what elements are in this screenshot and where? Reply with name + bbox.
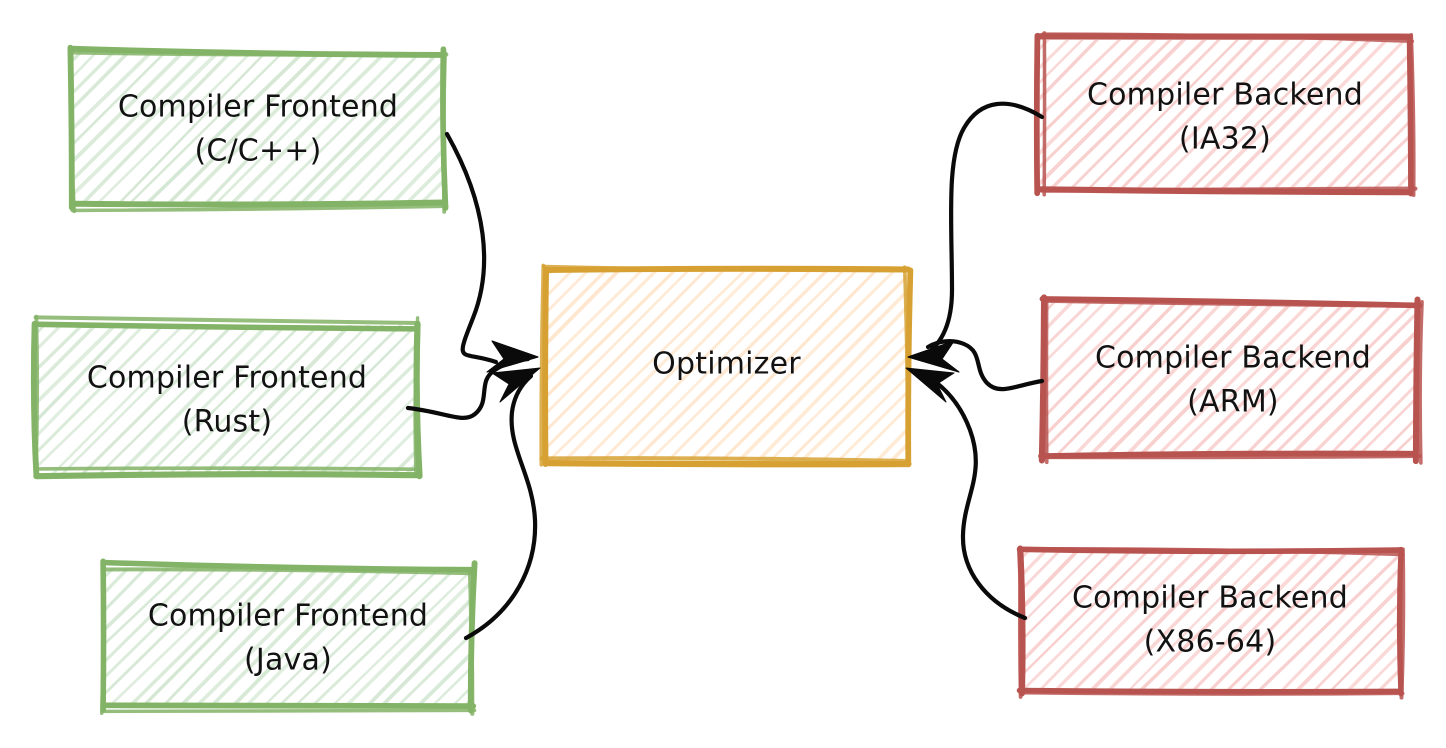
node-frontend-rust-hatch-fill [36, 325, 418, 473]
node-frontend-rust-label-line2: (Rust) [182, 405, 273, 440]
edge-c-to-optimizer [444, 131, 539, 373]
node-backend-ia32[interactable]: Compiler Backend (IA32) [873, 31, 1446, 198]
node-backend-arm-outline [1038, 294, 1424, 465]
node-frontend-c-label-line1: Compiler Frontend [118, 90, 398, 125]
node-backend-x86-label-line2: (X86-64) [1144, 625, 1277, 660]
edge-arm-to-optimizer [907, 339, 1045, 392]
node-backend-arm-label-line1: Compiler Backend [1095, 341, 1371, 376]
edge-rust-to-optimizer [405, 340, 539, 420]
edge-ia32-to-optimizer-path [922, 101, 1045, 358]
node-frontend-c-outline [67, 44, 449, 214]
node-backend-ia32-label-line1: Compiler Backend [1087, 78, 1363, 113]
node-frontend-rust-outline [30, 314, 423, 480]
node-optimizer-label-line1: Optimizer [652, 347, 801, 382]
node-frontend-c[interactable]: Compiler Frontend (C/C++) [0, 44, 595, 214]
edge-java-to-optimizer-arrowhead [491, 367, 541, 403]
edge-x86-to-optimizer [905, 367, 1028, 621]
node-optimizer-outline [539, 263, 914, 468]
node-backend-arm-label-line2: (ARM) [1187, 385, 1279, 420]
node-frontend-java[interactable]: Compiler Frontend (Java) [0, 558, 611, 716]
edge-rust-to-optimizer-arrowhead [486, 340, 539, 373]
node-frontend-java-label-line1: Compiler Frontend [148, 599, 428, 634]
node-frontend-c-hatch-fill [72, 52, 444, 204]
node-optimizer[interactable]: Optimizer [341, 263, 1101, 468]
node-backend-arm[interactable]: Compiler Backend (ARM) [884, 294, 1446, 465]
node-backend-x86-outline [1016, 545, 1406, 700]
node-optimizer-hatch-fill [545, 270, 908, 460]
node-frontend-c-label-line2: (C/C++) [194, 134, 321, 169]
node-backend-ia32-hatch-fill [1040, 40, 1410, 192]
node-frontend-rust[interactable]: Compiler Frontend (Rust) [0, 314, 575, 480]
edge-ia32-to-optimizer [907, 101, 1045, 373]
edges-layer [405, 101, 1045, 641]
node-backend-ia32-outline [1033, 31, 1418, 198]
edge-arm-to-optimizer-arrowhead [907, 340, 960, 373]
nodes-layer: Compiler Frontend(C/C++)Compiler Fronten… [0, 31, 1446, 716]
edge-arm-to-optimizer-path [925, 339, 1045, 392]
node-backend-x86-label-line1: Compiler Backend [1072, 581, 1348, 616]
edge-java-to-optimizer [463, 367, 541, 641]
node-frontend-java-hatch-fill [104, 568, 472, 706]
edge-x86-to-optimizer-path [927, 375, 1028, 621]
node-backend-x86-hatch-fill [1020, 549, 1400, 689]
edge-x86-to-optimizer-arrowhead [905, 367, 955, 403]
edge-java-to-optimizer-path [463, 373, 538, 641]
node-backend-arm-hatch-fill [1046, 303, 1420, 455]
node-frontend-rust-label-line1: Compiler Frontend [87, 361, 367, 396]
node-backend-ia32-label-line2: (IA32) [1179, 122, 1271, 157]
edge-c-to-optimizer-path [444, 131, 499, 365]
node-backend-x86[interactable]: Compiler Backend (X86-64) [870, 543, 1446, 700]
node-frontend-java-label-line2: (Java) [244, 643, 332, 678]
